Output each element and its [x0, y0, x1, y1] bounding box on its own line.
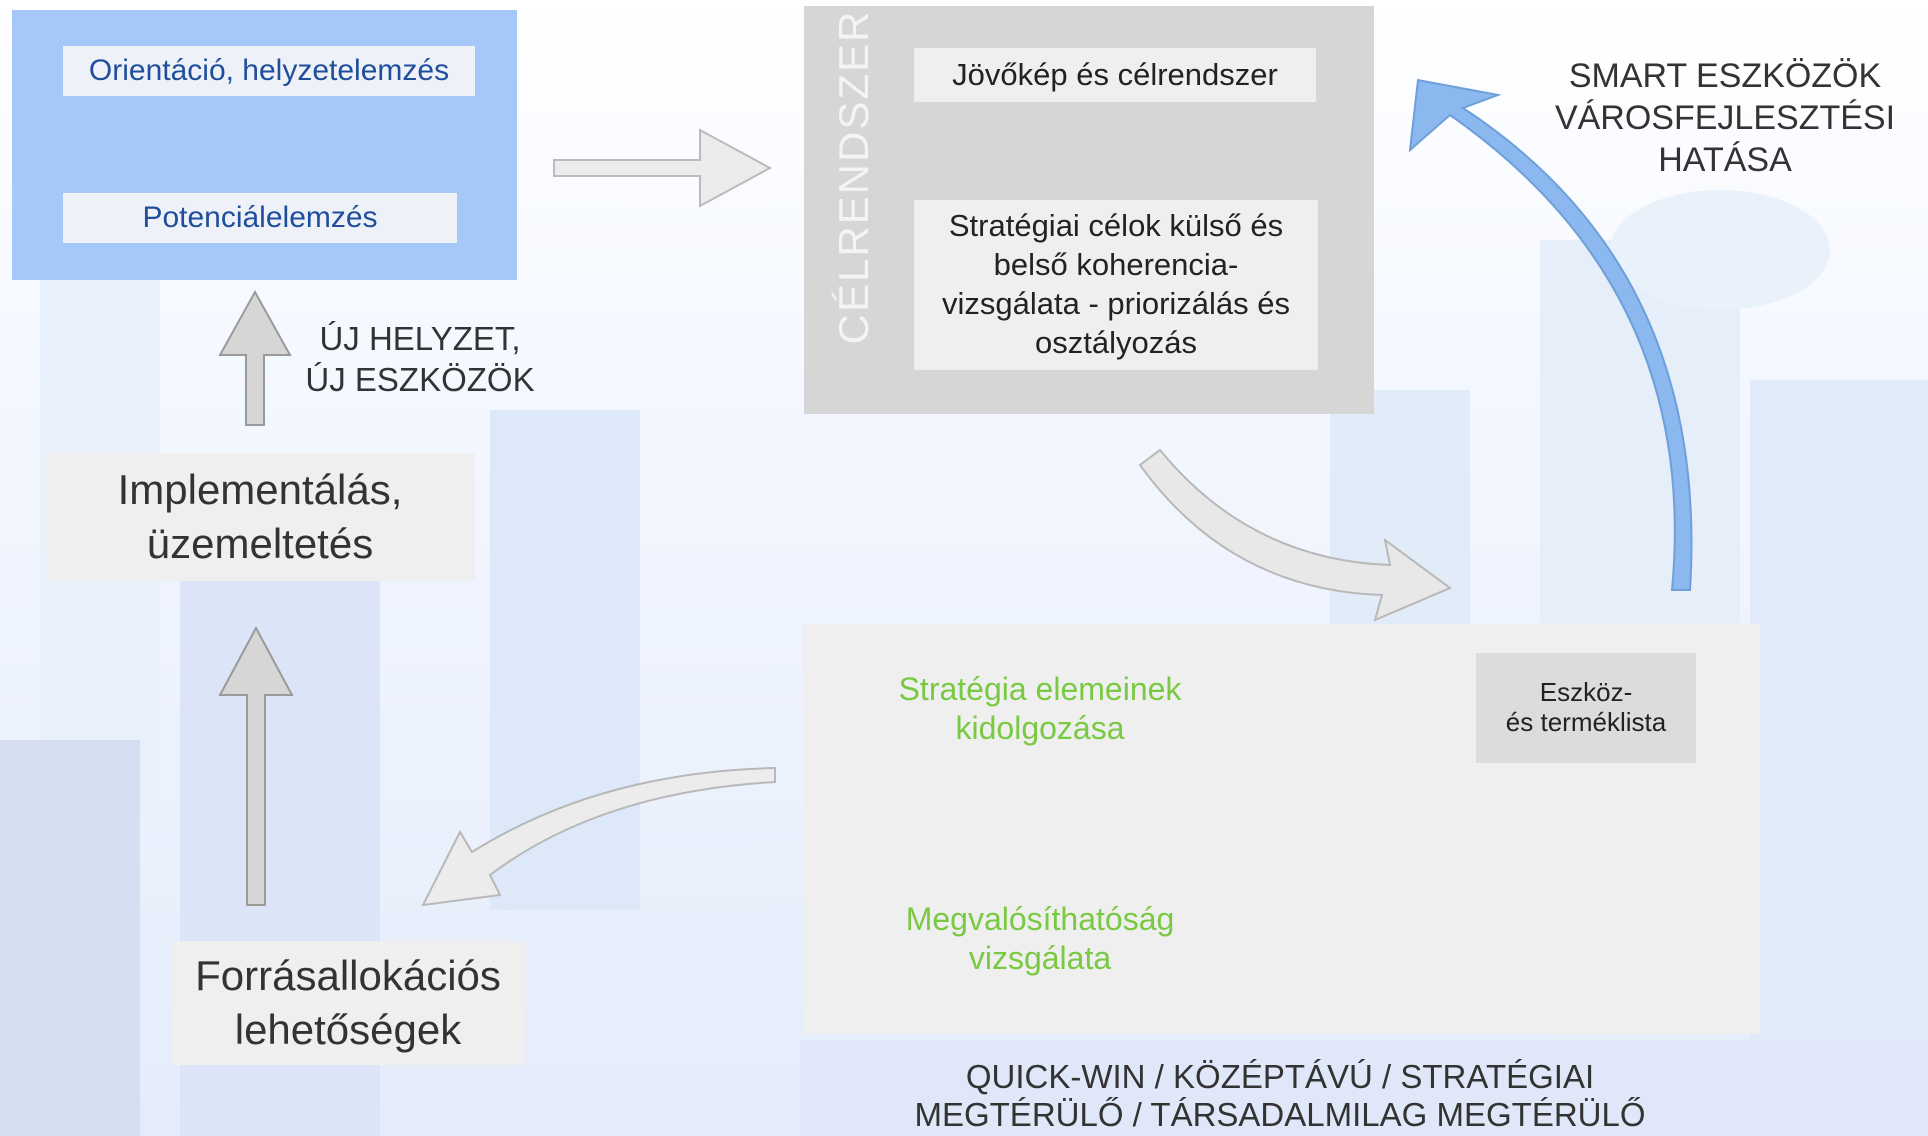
orientation-label: Orientáció, helyzetelemzés: [63, 46, 475, 96]
return-types-line-2: MEGTÉRÜLŐ / TÁRSADALMILAG MEGTÉRÜLŐ: [914, 1096, 1646, 1133]
smart-line-3: HATÁSA: [1658, 141, 1792, 179]
feasibility-label: Megvalósíthatóság vizsgálata: [840, 900, 1240, 980]
strategy-item2-line-2: vizsgálata: [968, 940, 1112, 976]
new-situation-line-2: ÚJ ESZKÖZÖK: [305, 361, 535, 398]
implementation-box: Implementálás, üzemeltetés: [45, 453, 475, 581]
smart-line-1: SMART ESZKÖZÖK: [1568, 57, 1882, 95]
coherence-label: Stratégiai célok külső és belső koherenc…: [914, 200, 1318, 370]
resources-line-2: lehetőségek: [234, 1006, 462, 1053]
implementation-line-1: Implementálás,: [117, 466, 403, 513]
strategy-elements-label: Stratégia elemeinek kidolgozása: [840, 670, 1240, 750]
tools-line-1: Eszköz-: [1539, 677, 1633, 707]
resources-line-1: Forrásallokációs: [195, 952, 501, 999]
strategy-item2-line-1: Megvalósíthatóság: [905, 901, 1175, 937]
resource-allocation-box: Forrásallokációs lehetőségek: [171, 941, 525, 1065]
return-types-line-1: QUICK-WIN / KÖZÉPTÁVÚ / STRATÉGIAI: [965, 1058, 1595, 1095]
tools-list-box: Eszköz- és terméklista: [1476, 653, 1696, 763]
new-situation-label: ÚJ HELYZET, ÚJ ESZKÖZÖK: [280, 318, 560, 408]
return-types-caption: QUICK-WIN / KÖZÉPTÁVÚ / STRATÉGIAI MEGTÉ…: [780, 1058, 1780, 1136]
implementation-line-2: üzemeltetés: [146, 520, 374, 567]
vision-label: Jövőkép és célrendszer: [914, 48, 1316, 102]
strategy-item1-line-1: Stratégia elemeinek: [898, 671, 1182, 707]
strategy-item1-line-2: kidolgozása: [955, 710, 1125, 746]
smart-tools-heading: SMART ESZKÖZÖK VÁROSFEJLESZTÉSI HATÁSA: [1525, 55, 1925, 185]
smart-line-2: VÁROSFEJLESZTÉSI: [1554, 99, 1896, 137]
potential-analysis-label: Potenciálelemzés: [63, 193, 457, 243]
new-situation-line-1: ÚJ HELYZET,: [319, 320, 521, 357]
goal-system-vertical-label: CÉLRENDSZER: [830, 9, 877, 345]
tools-line-2: és terméklista: [1505, 707, 1667, 737]
